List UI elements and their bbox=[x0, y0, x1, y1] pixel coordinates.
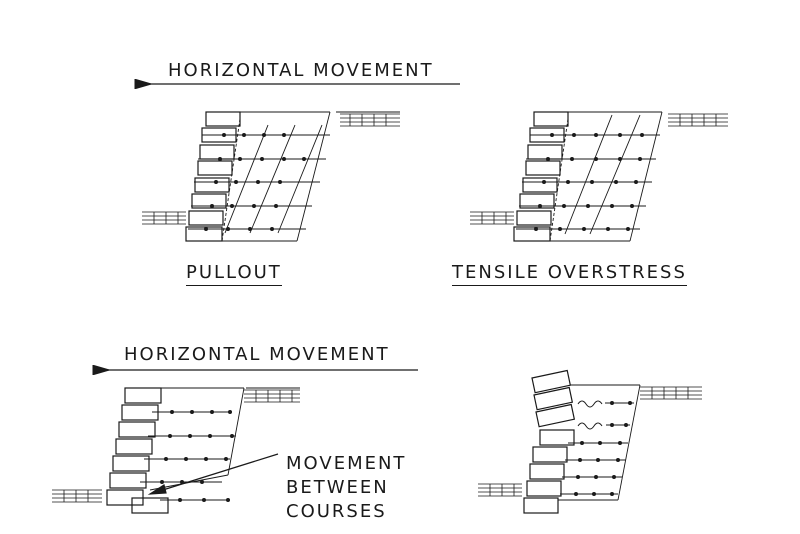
ground-hatch-top bbox=[340, 113, 400, 127]
ground-hatch-top bbox=[640, 386, 702, 400]
reinforcement-dots bbox=[204, 133, 306, 231]
backfill-outline bbox=[149, 387, 300, 491]
horizontal-movement-label-top: HORIZONTAL MOVEMENT bbox=[168, 60, 434, 81]
backfill-outline bbox=[549, 111, 663, 242]
broken-reinforcement bbox=[577, 400, 603, 430]
panel-tensile-overstress bbox=[470, 111, 728, 242]
wall-blocks bbox=[523, 369, 576, 514]
reinforcement-layers bbox=[516, 134, 660, 230]
reinforcement-dots bbox=[160, 410, 234, 502]
movement-between-courses-line-3: COURSES bbox=[286, 501, 387, 522]
movement-between-courses-line-2: BETWEEN bbox=[286, 477, 389, 498]
ground-hatch-bottom bbox=[478, 483, 522, 497]
reinforcement-dots bbox=[534, 133, 644, 231]
wall-blocks bbox=[513, 111, 569, 242]
reinforcement-dots bbox=[574, 401, 632, 496]
backfill-outline bbox=[558, 384, 641, 501]
reinforcement-layers bbox=[560, 402, 634, 495]
ground-hatch-top bbox=[668, 113, 728, 127]
tensile-overstress-label: TENSILE OVERSTRESS bbox=[452, 264, 687, 286]
panel-movement-between-courses bbox=[52, 370, 418, 514]
panel-upper-course-failure bbox=[478, 369, 702, 514]
wall-blocks bbox=[185, 111, 241, 242]
ground-hatch-bottom bbox=[142, 211, 186, 225]
movement-between-courses-line-1: MOVEMENT bbox=[286, 453, 407, 474]
pullout-label: PULLOUT bbox=[186, 264, 282, 286]
wall-blocks bbox=[106, 387, 169, 514]
ground-hatch-bottom bbox=[470, 211, 514, 225]
ground-hatch-top bbox=[244, 389, 300, 403]
backfill-outline bbox=[221, 111, 400, 242]
leader-line bbox=[147, 453, 279, 495]
panel-pullout bbox=[142, 84, 460, 242]
reinforcement-layers bbox=[140, 411, 236, 501]
ground-hatch-bottom bbox=[52, 489, 102, 503]
horizontal-movement-label-bottom: HORIZONTAL MOVEMENT bbox=[124, 344, 390, 365]
